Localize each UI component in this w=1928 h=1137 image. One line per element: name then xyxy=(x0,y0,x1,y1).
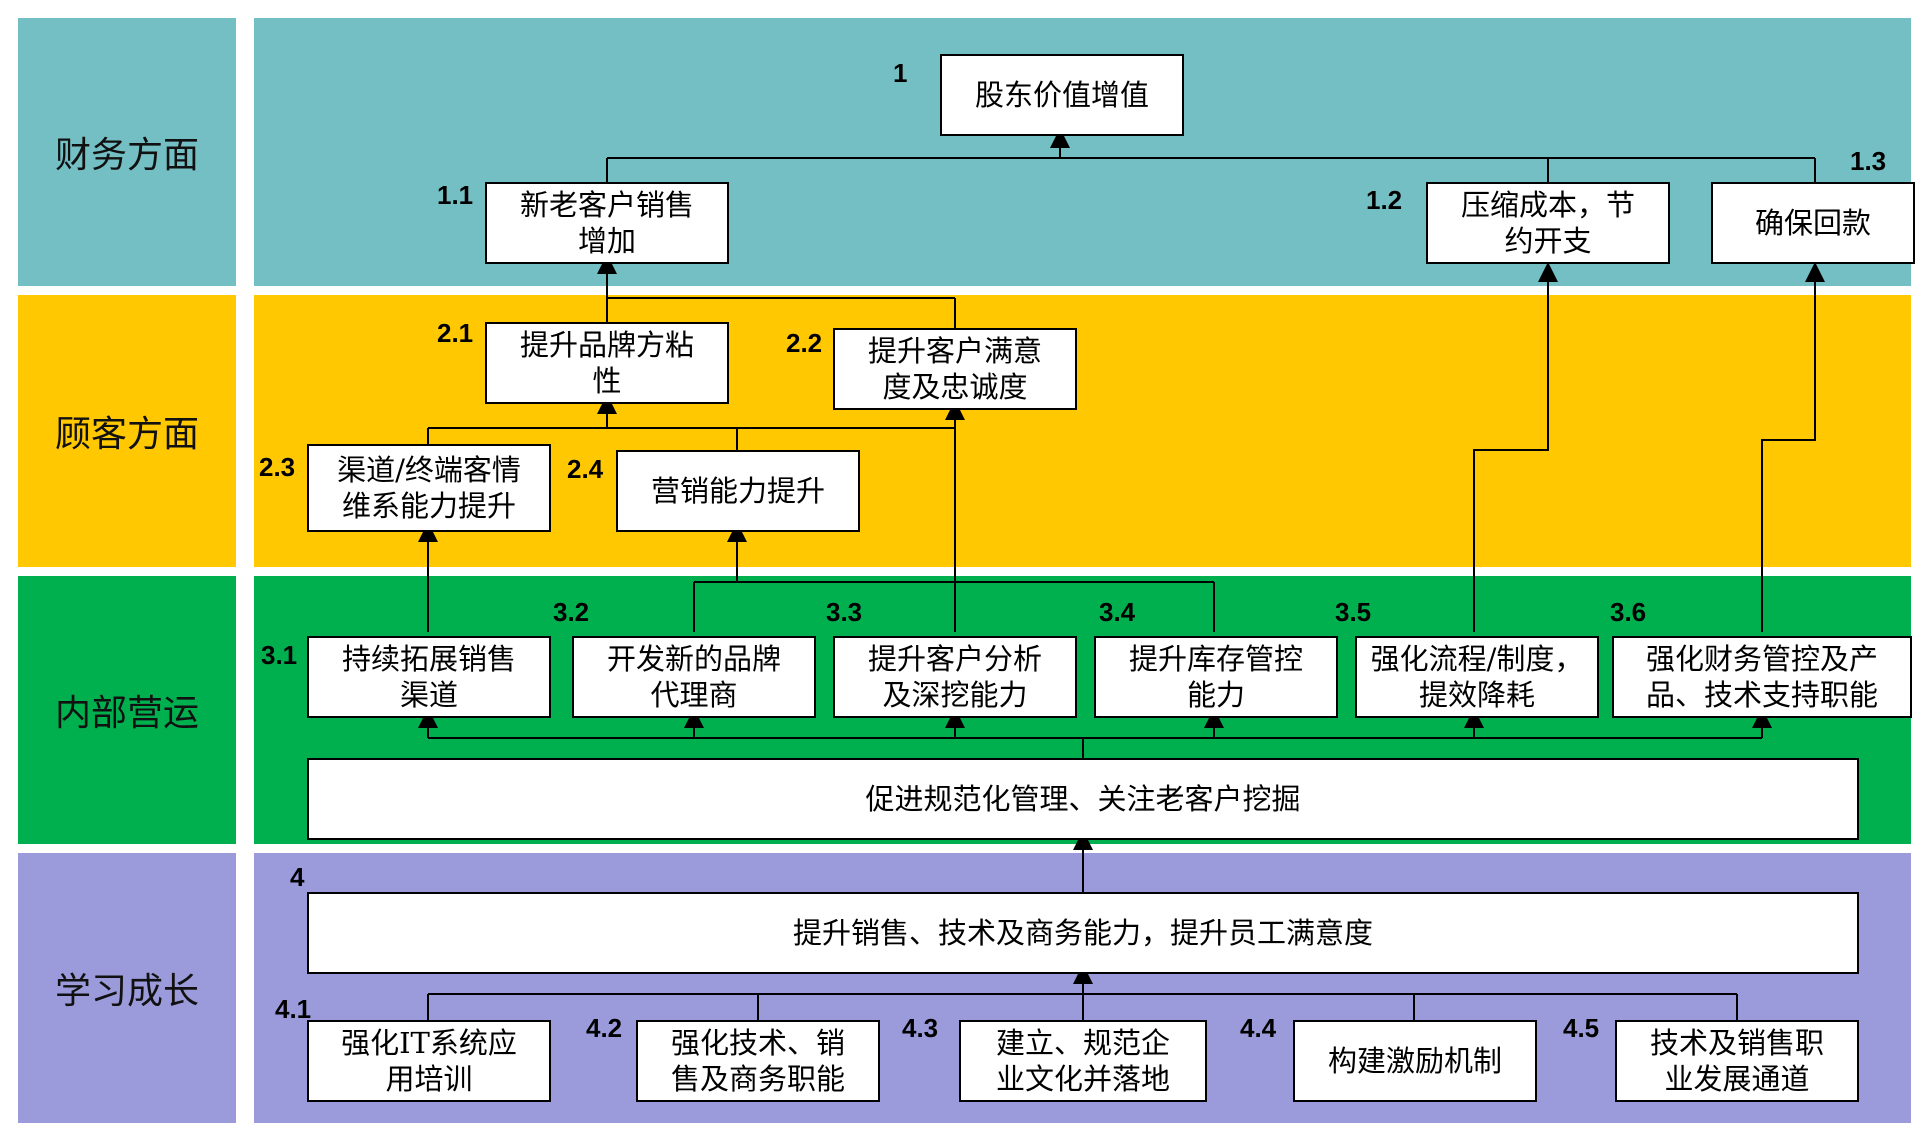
node-career-path: 技术及销售职 业发展通道 xyxy=(1615,1020,1859,1102)
num-4: 4 xyxy=(290,862,305,892)
num-4-5: 4.5 xyxy=(1563,1013,1600,1043)
num-3-3: 3.3 xyxy=(826,597,863,627)
num-4-1: 4.1 xyxy=(275,994,312,1024)
num-4-4: 4.4 xyxy=(1240,1013,1277,1043)
node-standardized-management: 促进规范化管理、关注老客户挖掘 xyxy=(307,758,1859,840)
num-2-2: 2.2 xyxy=(786,328,823,358)
num-1-3: 1.3 xyxy=(1850,146,1887,176)
node-process-efficiency: 强化流程/制度， 提效降耗 xyxy=(1355,636,1599,718)
node-customer-analysis: 提升客户分析 及深挖能力 xyxy=(833,636,1077,718)
node-corporate-culture: 建立、规范企 业文化并落地 xyxy=(959,1020,1207,1102)
band-learning-label xyxy=(18,853,236,1123)
perspective-financial-label: 财务方面 xyxy=(54,135,199,176)
num-4-2: 4.2 xyxy=(586,1013,623,1043)
node-ensure-collection: 确保回款 xyxy=(1711,182,1915,264)
node-new-brand-agents: 开发新的品牌 代理商 xyxy=(572,636,816,718)
num-1-2: 1.2 xyxy=(1366,185,1403,215)
band-internal-label xyxy=(18,576,236,844)
num-2-3: 2.3 xyxy=(259,452,296,482)
node-inventory-control: 提升库存管控 能力 xyxy=(1094,636,1338,718)
num-3-5: 3.5 xyxy=(1335,597,1372,627)
perspective-internal-label: 内部营运 xyxy=(54,693,199,734)
node-expand-sales-channels: 持续拓展销售 渠道 xyxy=(307,636,551,718)
node-shareholder-value: 股东价值增值 xyxy=(940,54,1184,136)
num-3-1: 3.1 xyxy=(261,640,298,670)
num-1-1: 1.1 xyxy=(437,180,474,210)
node-incentive-mechanism: 构建激励机制 xyxy=(1293,1020,1537,1102)
node-it-training: 强化IT系统应 用培训 xyxy=(307,1020,551,1102)
perspective-learning-label: 学习成长 xyxy=(54,971,199,1012)
node-customer-satisfaction: 提升客户满意 度及忠诚度 xyxy=(833,328,1077,410)
node-brand-stickiness: 提升品牌方粘 性 xyxy=(485,322,729,404)
num-1: 1 xyxy=(893,58,908,88)
node-tech-sales-business: 强化技术、销 售及商务职能 xyxy=(636,1020,880,1102)
band-financial-label xyxy=(18,18,236,286)
num-4-3: 4.3 xyxy=(902,1013,939,1043)
node-improve-capabilities: 提升销售、技术及商务能力，提升员工满意度 xyxy=(307,892,1859,974)
perspective-customer-label: 顾客方面 xyxy=(54,414,199,455)
band-customer-label xyxy=(18,295,236,567)
node-marketing-capability: 营销能力提升 xyxy=(616,450,860,532)
node-customer-sales-increase: 新老客户销售 增加 xyxy=(485,182,729,264)
node-finance-control-support: 强化财务管控及产 品、技术支持职能 xyxy=(1612,636,1912,718)
num-3-2: 3.2 xyxy=(553,597,590,627)
num-3-6: 3.6 xyxy=(1610,597,1647,627)
num-2-1: 2.1 xyxy=(437,318,474,348)
link-3_6-to-1_3 xyxy=(1761,262,1825,632)
link-3_5-to-1_2 xyxy=(1473,262,1558,632)
node-cost-reduction: 压缩成本，节 约开支 xyxy=(1426,182,1670,264)
num-3-4: 3.4 xyxy=(1099,597,1136,627)
node-channel-relationship: 渠道/终端客情 维系能力提升 xyxy=(307,444,551,532)
num-2-4: 2.4 xyxy=(567,454,604,484)
